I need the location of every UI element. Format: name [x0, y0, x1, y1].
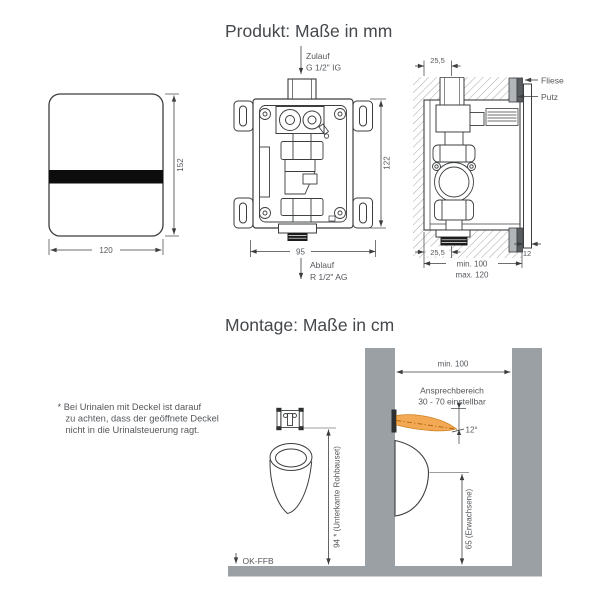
- plaster-label: Putz: [541, 92, 558, 102]
- box-height-dim: 122: [383, 156, 392, 170]
- product-front-view: [48, 93, 179, 255]
- valve-block: [275, 106, 330, 139]
- beam-angle-label: 12°: [466, 426, 478, 435]
- floor: [228, 566, 542, 577]
- right-wall: [512, 348, 542, 566]
- connector-stub: [469, 112, 485, 126]
- montage-section: Montage: Maße in cm * Bei Urinalen mit D…: [58, 315, 542, 577]
- footnote-line-1: * Bei Urinalen mit Deckel ist darauf: [58, 402, 202, 412]
- rough-in-set-symbol: [276, 407, 304, 431]
- urinal-side-profile: [394, 439, 430, 517]
- detection-range-label-1: Ansprechbereich: [420, 386, 484, 396]
- outlet-thread-side: [440, 237, 468, 246]
- depth-max-dim: max. 120: [456, 271, 489, 280]
- key-detail: [318, 123, 330, 136]
- install-height-dim: 94 * (Unterkante Rohbauset): [333, 446, 342, 548]
- wall-finish-layers: [508, 77, 523, 253]
- detection-beam: [396, 414, 457, 432]
- inlet-stub: [287, 78, 317, 100]
- footnote-line-2: zu achten, dass der geöffnete Deckel: [66, 414, 219, 424]
- urinal-front-view: [269, 443, 313, 515]
- pipe-offset-bottom-dim: 25,5: [430, 248, 445, 257]
- sensor-window-stripe: [49, 170, 163, 184]
- product-side-view: [413, 60, 541, 268]
- rim-height-dim: 65 (Erwachsene): [465, 488, 474, 549]
- detection-range-label-2: 30 - 70 einstellbar: [418, 397, 486, 407]
- valve-body-side: [432, 131, 476, 231]
- montage-title: Montage: Maße in cm: [225, 315, 394, 335]
- outlet-flange-side: [435, 229, 471, 238]
- electronics-module: [485, 108, 519, 126]
- product-title: Produkt: Maße in mm: [225, 21, 392, 41]
- footnote-line-3: nicht in die Urinalsteuerung ragt.: [66, 425, 200, 435]
- inlet-label: Zulauf: [306, 51, 330, 61]
- room-width-dim: min. 100: [438, 360, 469, 369]
- depth-min-dim: min. 100: [457, 260, 488, 269]
- pipe-fittings: [259, 133, 336, 223]
- outlet-spec-label: R 1/2" AG: [310, 272, 348, 282]
- front-height-dim: 152: [176, 158, 185, 172]
- corner-screws: [259, 108, 346, 219]
- mounting-tabs: [233, 100, 373, 229]
- outlet-thread: [287, 233, 308, 241]
- cover-plate: [48, 93, 164, 237]
- outlet-label: Ablauf: [310, 260, 335, 270]
- montage-drawing: [228, 348, 542, 577]
- box-width-dim: 95: [296, 248, 305, 257]
- front-width-dim: 120: [99, 246, 113, 255]
- product-section: Produkt: Maße in mm 120 152: [48, 21, 564, 282]
- finish-thickness-dim: 12: [523, 249, 531, 258]
- ir-sensor: [391, 409, 397, 433]
- solenoid-side: [435, 104, 471, 133]
- outlet-flange: [278, 223, 317, 234]
- inlet-spec-label: G 1/2" IG: [306, 63, 341, 73]
- left-wall: [365, 348, 395, 566]
- front-plate-side: [523, 83, 532, 249]
- inlet-pipe-section: [439, 77, 465, 105]
- floor-ref-label: OK-FFB: [243, 556, 274, 566]
- pipe-offset-top-dim: 25,5: [430, 56, 445, 65]
- product-box-view: [233, 46, 386, 280]
- angle-marker: [451, 402, 466, 444]
- tile-label: Fliese: [541, 76, 564, 86]
